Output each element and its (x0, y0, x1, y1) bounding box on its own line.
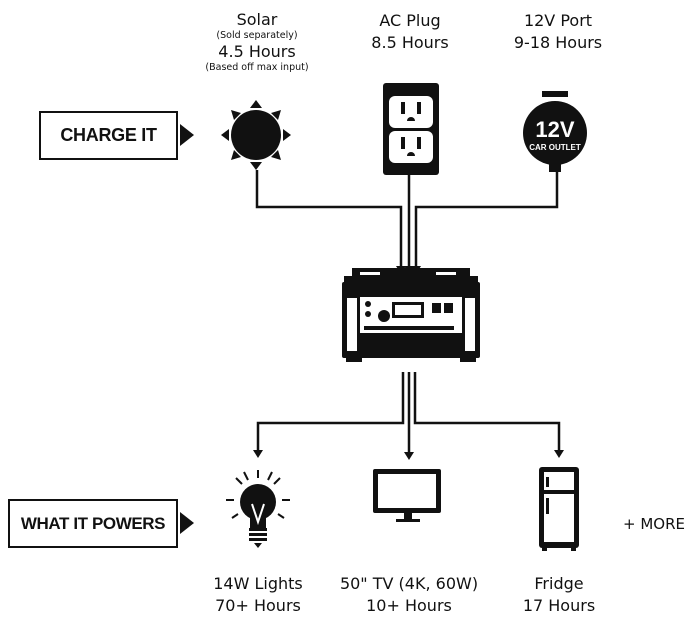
output-arrowheads (253, 450, 564, 460)
ac-plug-title: AC Plug (379, 11, 441, 30)
more-label: + MORE (623, 515, 685, 533)
output-connectors (256, 372, 561, 455)
car-port-hours: 9-18 Hours (513, 33, 603, 52)
lightbulb-icon (226, 470, 290, 548)
solar-note: (Sold separately) (216, 30, 298, 41)
car-outlet-icon-text-small: CAR OUTLET (529, 143, 581, 152)
what-it-powers-tag-label: WHAT IT POWERS (20, 513, 166, 533)
fridge-hours: 17 Hours (522, 596, 596, 615)
solar-title: Solar (236, 10, 278, 29)
car-port-title: 12V Port (523, 11, 593, 30)
tv-title: 50" TV (4K, 60W) (339, 574, 479, 593)
fridge-title: Fridge (534, 574, 584, 593)
ac-plug-label: AC Plug 8.5 Hours (355, 10, 465, 54)
ac-outlet-icon (383, 83, 439, 175)
solar-label: Solar (Sold separately) 4.5 Hours (Based… (205, 10, 309, 74)
solar-note-max-input: (Based off max input) (205, 62, 309, 73)
car-outlet-icon-text-large: 12V (535, 117, 574, 142)
what-it-powers-tag: WHAT IT POWERS (8, 499, 178, 548)
car-outlet-icon: 12V CAR OUTLET (523, 91, 587, 172)
charge-it-tag: CHARGE IT (39, 111, 178, 160)
what-it-powers-tag-pointer (180, 512, 194, 534)
fridge-label: Fridge 17 Hours (504, 573, 614, 617)
tv-label: 50" TV (4K, 60W) 10+ Hours (339, 573, 479, 617)
lights-hours: 70+ Hours (215, 596, 301, 615)
lights-label: 14W Lights 70+ Hours (203, 573, 313, 617)
solar-hours: 4.5 Hours (218, 42, 296, 61)
charge-it-tag-label: CHARGE IT (60, 125, 157, 145)
lights-title: 14W Lights (213, 574, 303, 593)
car-port-label: 12V Port 9-18 Hours (493, 10, 623, 54)
power-station-icon (342, 268, 480, 362)
input-connectors (255, 170, 559, 266)
fridge-icon (539, 467, 579, 551)
ac-plug-hours: 8.5 Hours (371, 33, 449, 52)
charge-it-tag-pointer (180, 124, 194, 146)
sun-icon (221, 100, 291, 170)
tv-hours: 10+ Hours (366, 596, 452, 615)
tv-icon (373, 469, 441, 522)
